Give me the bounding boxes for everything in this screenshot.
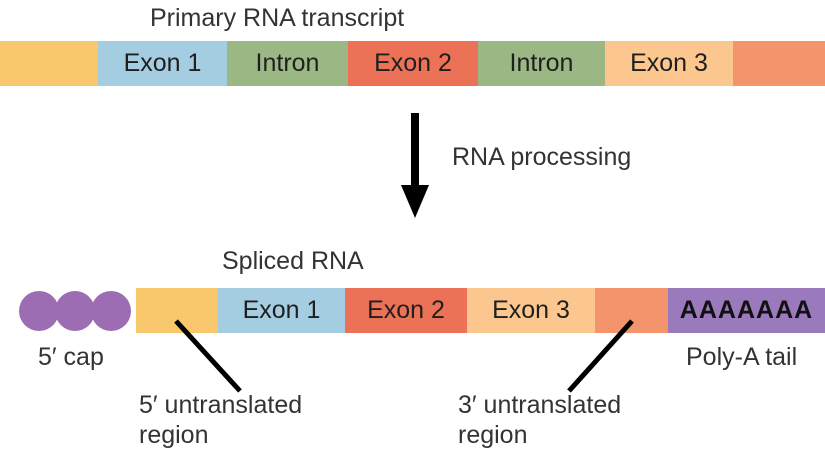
segment-3utr	[595, 288, 668, 333]
segment-exon2: Exon 2	[348, 41, 478, 86]
rna-processing-arrow-icon	[401, 113, 429, 218]
spliced-rna-bar: Exon 1 Exon 2 Exon 3 AAAAAAA	[136, 288, 825, 333]
segment-polya-tail: AAAAAAA	[668, 288, 825, 333]
segment-5utr	[0, 41, 98, 86]
cap-circle-icon	[19, 291, 59, 331]
utr5-label: 5′ untranslated region	[139, 391, 303, 449]
segment-exon1: Exon 1	[98, 41, 227, 86]
cap-circle-icon	[91, 291, 131, 331]
cap-circle-icon	[55, 291, 95, 331]
segment-intron1: Intron	[227, 41, 348, 86]
five-prime-cap-label: 5′ cap	[38, 343, 104, 371]
segment-exon3: Exon 3	[605, 41, 733, 86]
spliced-rna-title: Spliced RNA	[222, 247, 364, 275]
segment-exon2: Exon 2	[345, 288, 467, 333]
segment-5utr	[136, 288, 218, 333]
segment-3utr	[733, 41, 825, 86]
primary-transcript-bar: Exon 1 Intron Exon 2 Intron Exon 3	[0, 41, 825, 86]
polya-tail-label: Poly-A tail	[686, 343, 798, 371]
rna-processing-label: RNA processing	[452, 143, 632, 171]
primary-transcript-title: Primary RNA transcript	[150, 4, 405, 32]
utr3-label: 3′ untranslated region	[458, 391, 622, 449]
segment-exon3: Exon 3	[467, 288, 595, 333]
segment-intron2: Intron	[478, 41, 605, 86]
segment-exon1: Exon 1	[218, 288, 345, 333]
